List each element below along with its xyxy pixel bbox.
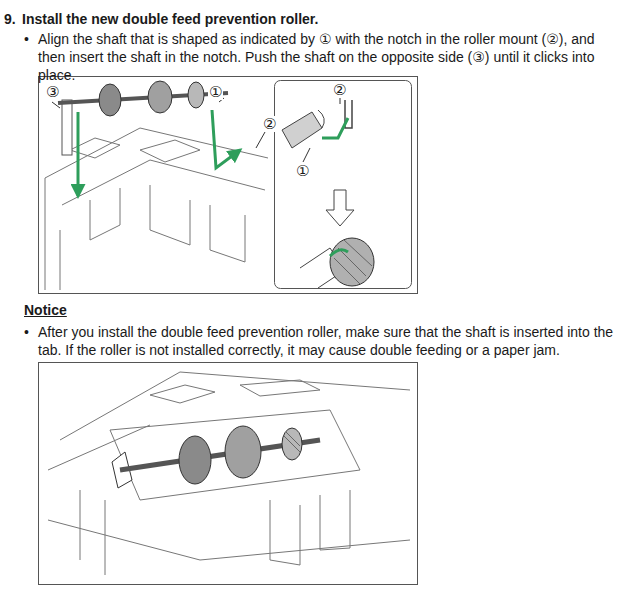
callout-number: ③ bbox=[45, 84, 60, 100]
step-number: 9. bbox=[4, 10, 16, 28]
notice-heading: Notice bbox=[24, 301, 67, 319]
install-figure bbox=[39, 77, 418, 294]
callout-number: ② bbox=[262, 116, 277, 132]
step-text: Align the shaft that is shaped as indica… bbox=[38, 30, 618, 84]
callout-number: ① bbox=[295, 163, 310, 179]
callout-number: ② bbox=[332, 82, 347, 98]
bullet: • bbox=[24, 30, 29, 48]
bullet: • bbox=[24, 323, 29, 341]
callout-number: ① bbox=[208, 84, 223, 100]
installed-figure bbox=[39, 363, 418, 585]
step-title: Install the new double feed prevention r… bbox=[22, 10, 318, 28]
notice-text: After you install the double feed preven… bbox=[38, 323, 618, 359]
